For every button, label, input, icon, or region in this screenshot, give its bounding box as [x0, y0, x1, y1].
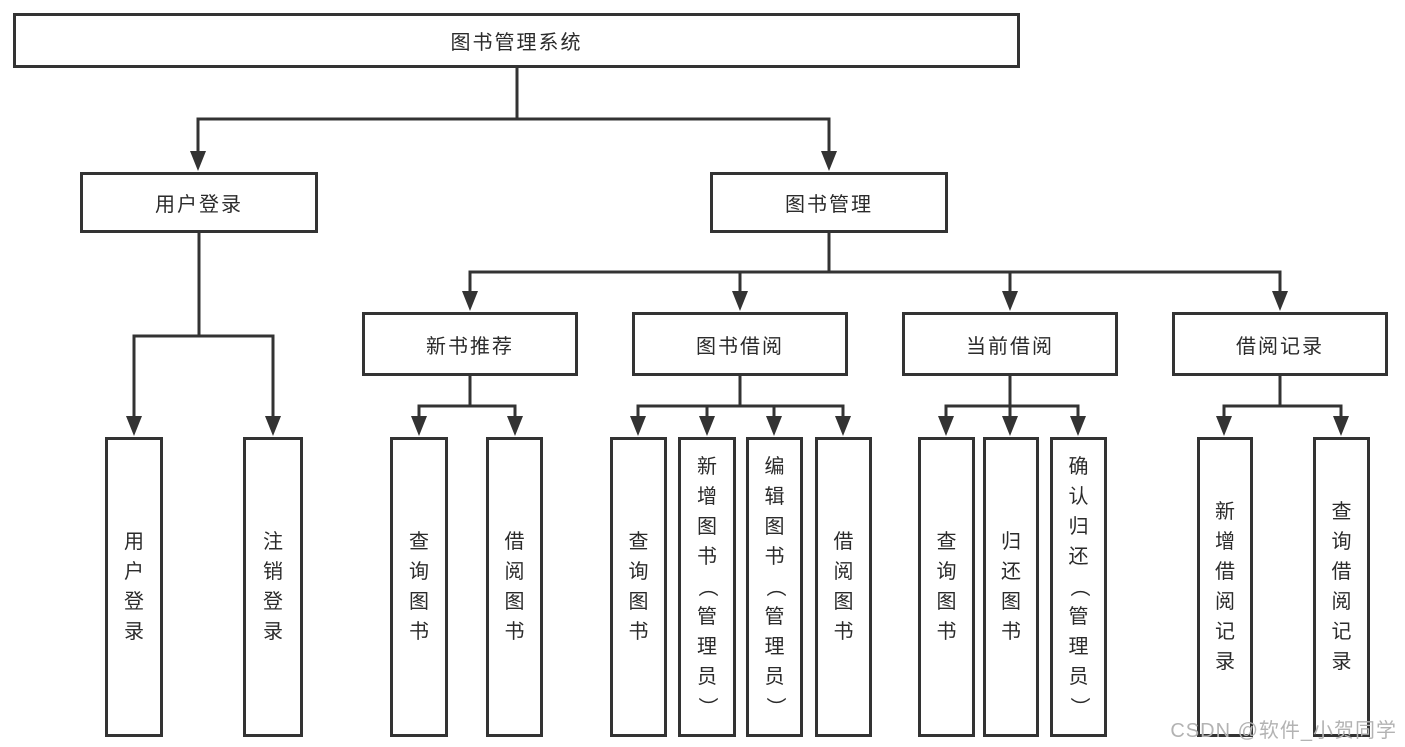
node-leaf-nbr-borrow-book: 借阅图书 [486, 437, 543, 737]
node-leaf-bb-borrow-book: 借阅图书 [815, 437, 872, 737]
node-leaf-nbr-query-book: 查询图书 [390, 437, 448, 737]
node-leaf-cb-return-book-label: 归还图书 [1001, 531, 1021, 643]
node-leaf-cb-query-book-label: 查询图书 [936, 531, 957, 643]
node-borrowing-records: 借阅记录 [1172, 312, 1388, 376]
node-root: 图书管理系统 [13, 13, 1020, 68]
node-leaf-cb-query-book: 查询图书 [918, 437, 975, 737]
node-leaf-br-query-record-label: 查询借阅记录 [1331, 501, 1352, 673]
node-leaf-user-login-label: 用户登录 [124, 531, 144, 643]
node-leaf-bb-add-book-label: 新增图书（管理员） [696, 456, 718, 717]
csdn-watermark: CSDN @软件_小贺同学 [1170, 720, 1397, 742]
node-leaf-bb-query-book: 查询图书 [610, 437, 667, 737]
connector-arrowheads [126, 151, 1349, 436]
node-leaf-logout: 注销登录 [243, 437, 303, 737]
node-leaf-cb-confirm-return-label: 确认归还（管理员） [1067, 456, 1090, 717]
node-leaf-cb-confirm-return: 确认归还（管理员） [1050, 437, 1107, 737]
node-leaf-logout-label: 注销登录 [263, 531, 283, 643]
node-user-login-branch: 用户登录 [80, 172, 318, 233]
node-leaf-cb-return-book: 归还图书 [983, 437, 1039, 737]
node-leaf-br-query-record: 查询借阅记录 [1313, 437, 1370, 737]
node-book-borrowing-label: 图书借阅 [696, 335, 784, 358]
node-leaf-nbr-query-book-label: 查询图书 [409, 531, 429, 643]
node-leaf-bb-add-book: 新增图书（管理员） [678, 437, 736, 737]
node-leaf-br-add-record: 新增借阅记录 [1197, 437, 1253, 737]
node-root-label: 图书管理系统 [450, 32, 583, 54]
node-book-management-label: 图书管理 [785, 194, 873, 216]
node-leaf-user-login: 用户登录 [105, 437, 163, 737]
node-current-borrowing: 当前借阅 [902, 312, 1118, 376]
node-book-management: 图书管理 [710, 172, 948, 233]
node-leaf-bb-edit-book: 编辑图书（管理员） [746, 437, 803, 737]
node-new-book-recommend: 新书推荐 [362, 312, 578, 376]
node-new-book-recommend-label: 新书推荐 [426, 335, 514, 358]
node-leaf-bb-query-book-label: 查询图书 [628, 531, 649, 643]
node-current-borrowing-label: 当前借阅 [966, 335, 1054, 358]
node-leaf-bb-borrow-book-label: 借阅图书 [833, 531, 854, 643]
connector-edges [132, 68, 1343, 419]
node-leaf-br-add-record-label: 新增借阅记录 [1215, 501, 1235, 673]
node-borrowing-records-label: 借阅记录 [1236, 335, 1324, 358]
node-leaf-bb-edit-book-label: 编辑图书（管理员） [763, 456, 786, 717]
node-leaf-nbr-borrow-book-label: 借阅图书 [504, 531, 525, 643]
node-user-login-branch-label: 用户登录 [155, 194, 243, 216]
node-book-borrowing: 图书借阅 [632, 312, 848, 376]
